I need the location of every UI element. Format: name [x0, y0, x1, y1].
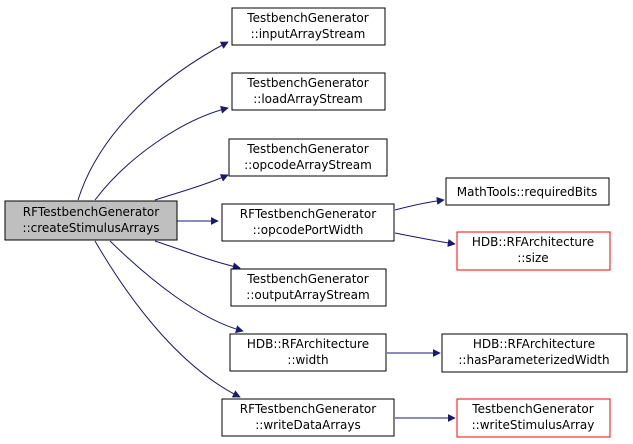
node-root[interactable]: RFTestbenchGenerator ::createStimulusArr…	[4, 200, 178, 241]
node-hdb-size[interactable]: HDB::RFArchitecture ::size	[456, 231, 611, 271]
node-load-array-stream[interactable]: TestbenchGenerator ::loadArrayStream	[231, 72, 386, 111]
node-root-line1: RFTestbenchGenerator	[23, 205, 159, 219]
node-load-array-line2: ::loadArrayStream	[253, 92, 362, 106]
edges	[77, 41, 456, 422]
node-opcode-array-line2: ::opcodeArrayStream	[244, 158, 372, 172]
node-has-param-width-line2: ::hasParameterizedWidth	[458, 353, 609, 367]
node-write-data-arrays-line2: ::writeDataArrays	[255, 418, 360, 432]
node-hdb-size-line2: ::size	[517, 251, 548, 265]
node-input-array-line1: TestbenchGenerator	[246, 11, 368, 25]
edge-root-to-opcode-array	[154, 174, 229, 201]
node-hdb-size-line1: HDB::RFArchitecture	[472, 235, 594, 249]
node-opcode-port-width-line2: ::opcodePortWidth	[253, 223, 364, 237]
node-opcode-array-line1: TestbenchGenerator	[246, 142, 368, 156]
node-output-array-stream[interactable]: TestbenchGenerator ::outputArrayStream	[230, 268, 387, 307]
node-write-stimulus-line1: TestbenchGenerator	[471, 402, 593, 416]
node-write-data-arrays-line1: RFTestbenchGenerator	[240, 402, 376, 416]
node-output-array-line1: TestbenchGenerator	[246, 272, 368, 286]
edge-root-to-hdb-width	[109, 240, 244, 334]
edge-root-to-output-array	[154, 240, 241, 271]
node-has-parameterized-width[interactable]: HDB::RFArchitecture ::hasParameterizedWi…	[441, 333, 628, 373]
node-write-stimulus-array[interactable]: TestbenchGenerator ::writeStimulusArray	[456, 398, 611, 438]
node-opcode-port-width[interactable]: RFTestbenchGenerator ::opcodePortWidth	[221, 203, 395, 242]
node-output-array-line2: ::outputArrayStream	[246, 288, 369, 302]
node-write-data-arrays[interactable]: RFTestbenchGenerator ::writeDataArrays	[221, 398, 395, 437]
node-input-array-stream[interactable]: TestbenchGenerator ::inputArrayStream	[231, 7, 386, 46]
node-opcode-array-stream[interactable]: TestbenchGenerator ::opcodeArrayStream	[228, 138, 388, 177]
node-write-stimulus-line2: ::writeStimulusArray	[472, 418, 595, 432]
node-load-array-line1: TestbenchGenerator	[246, 76, 368, 90]
node-has-param-width-line1: HDB::RFArchitecture	[473, 337, 595, 351]
node-required-bits[interactable]: MathTools::requiredBits	[445, 177, 610, 206]
node-hdb-width[interactable]: HDB::RFArchitecture ::width	[229, 333, 387, 372]
edge-opcode-port-width-to-required-bits	[394, 196, 445, 211]
node-input-array-line2: ::inputArrayStream	[251, 27, 366, 41]
node-opcode-port-width-line1: RFTestbenchGenerator	[240, 207, 376, 221]
edge-opcode-port-width-to-hdb-size	[394, 232, 456, 247]
edge-root-to-load-array	[94, 105, 229, 201]
node-hdb-width-line1: HDB::RFArchitecture	[247, 337, 369, 351]
edge-root-to-input-array	[77, 41, 229, 201]
node-required-bits-line1: MathTools::requiredBits	[457, 185, 597, 199]
edge-root-to-write-data-arrays	[94, 240, 241, 398]
node-hdb-width-line2: ::width	[287, 353, 328, 367]
node-root-line2: ::createStimulusArrays	[23, 221, 160, 235]
